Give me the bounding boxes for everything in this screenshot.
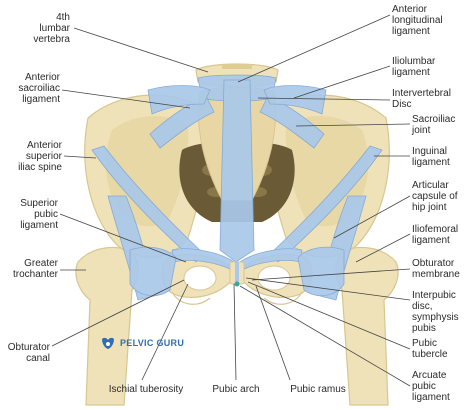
- label-anterior-superior-iliac-spine: Anterior superior iliac spine: [18, 140, 62, 173]
- logo-text: PELVIC GURU: [120, 338, 185, 348]
- label-pubic-ramus: Pubic ramus: [290, 384, 346, 395]
- label-sacroiliac-joint: Sacroiliac joint: [412, 114, 456, 136]
- label-obturator-membrane: Obturator membrane: [412, 258, 460, 280]
- label-anterior-longitudinal-ligament: Anterior longitudinal ligament: [392, 4, 443, 37]
- pelvis-logo-icon: [102, 337, 114, 349]
- label-ischial-tuberosity: Ischial tuberosity: [108, 384, 184, 395]
- label-inguinal-ligament: Inguinal ligament: [412, 146, 450, 168]
- label-pubic-arch: Pubic arch: [212, 384, 260, 395]
- femur-left: [75, 246, 139, 406]
- label-intervertebral-disc: Intervertebral Disc: [392, 88, 451, 110]
- label-iliofemoral-ligament: Iliofemoral ligament: [412, 224, 459, 246]
- label-superior-pubic-ligament: Superior pubic ligament: [20, 198, 58, 231]
- label-iliolumbar-ligament: Iliolumbar ligament: [392, 56, 436, 78]
- label-obturator-canal: Obturator canal: [7, 342, 50, 364]
- label-articular-capsule-hip-joint: Articular capsule of hip joint: [412, 180, 458, 213]
- label-4th-lumbar-vertebra: 4th lumbar vertebra: [33, 12, 70, 45]
- pubic-symphysis: [229, 261, 245, 287]
- label-greater-trochanter: Greater trochanter: [12, 258, 58, 280]
- label-anterior-sacroiliac-ligament: Anterior sacroiliac ligament: [18, 72, 60, 105]
- ligaments: [91, 74, 383, 301]
- label-arcuate-pubic-ligament: Arcuate pubic ligament: [412, 370, 450, 403]
- leader-lines: [51, 14, 411, 387]
- label-interpubic-disc: Interpubic disc, symphysis pubis: [412, 290, 459, 334]
- label-pubic-tubercle: Pubic tubercle: [412, 338, 448, 360]
- pelvic-guru-logo: PELVIC GURU: [100, 335, 184, 351]
- femur-right: [335, 246, 399, 406]
